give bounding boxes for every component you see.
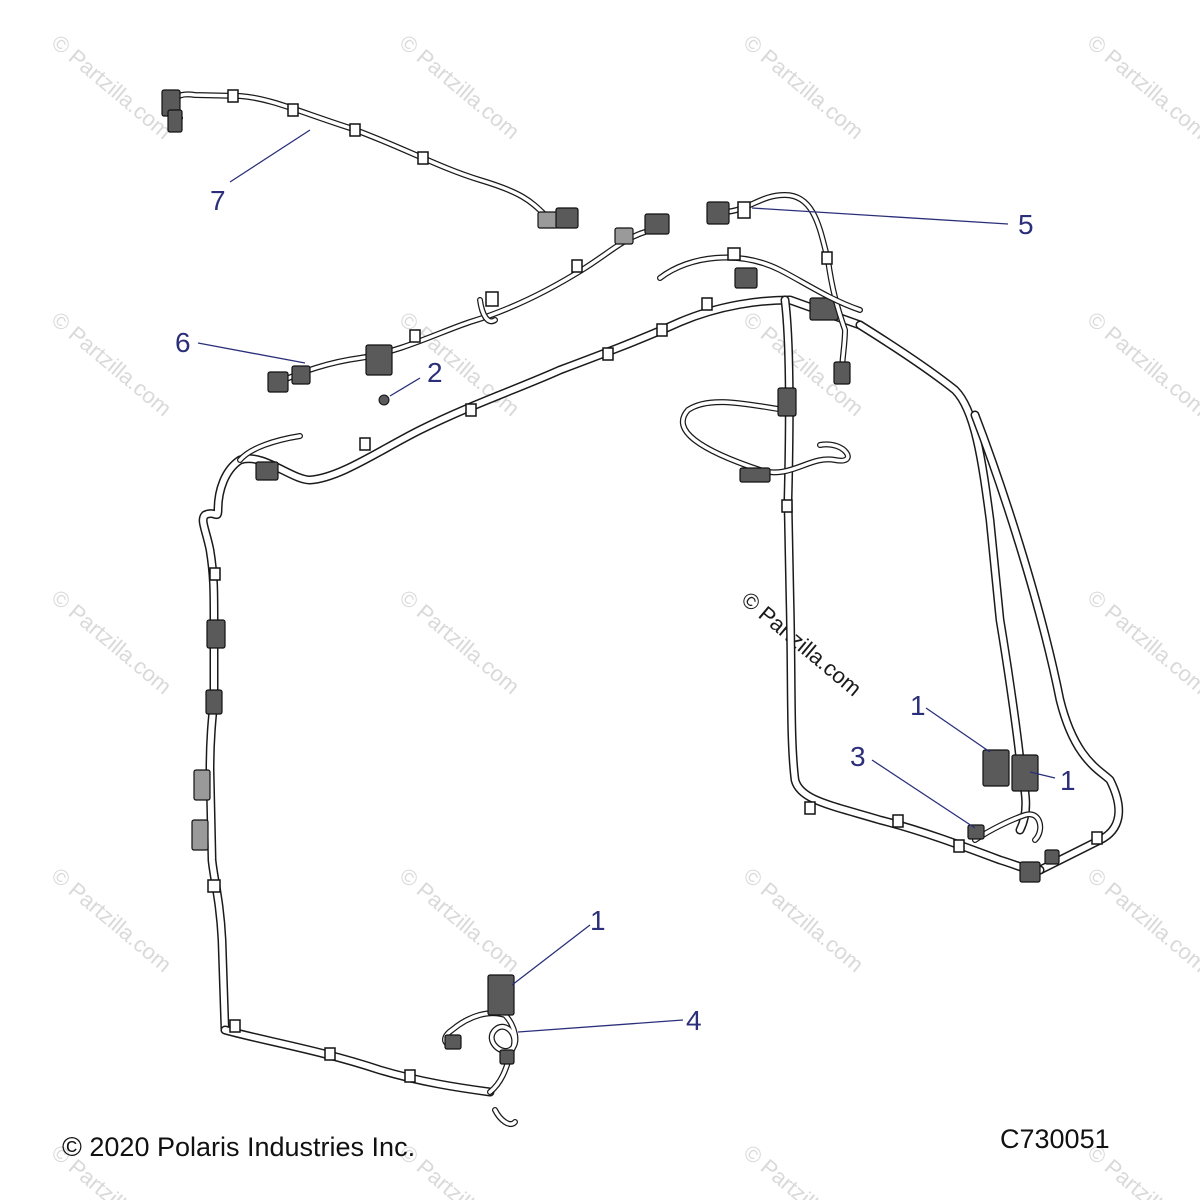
callout-1[interactable]: 1 xyxy=(910,690,926,721)
watermark: © Partzilla.com xyxy=(47,30,177,144)
watermark: © Partzilla.com xyxy=(739,1140,869,1200)
watermark: © Partzilla.com xyxy=(739,30,869,144)
callout-4[interactable]: 4 xyxy=(686,1005,702,1036)
callout-1[interactable]: 1 xyxy=(1060,765,1076,796)
watermark: © Partzilla.com xyxy=(395,863,525,977)
watermark: © Partzilla.com xyxy=(47,307,177,421)
right-harness[interactable] xyxy=(657,247,1124,883)
watermark: © Partzilla.com xyxy=(395,585,525,699)
copyright-text: © 2020 Polaris Industries Inc. xyxy=(62,1132,415,1162)
watermark: © Partzilla.com xyxy=(1083,307,1200,421)
watermark: © Partzilla.com xyxy=(1083,863,1200,977)
callout-1[interactable]: 1 xyxy=(590,905,606,936)
harness-7[interactable] xyxy=(161,89,579,229)
leader-lines xyxy=(197,129,1056,1033)
watermark: © Partzilla.com xyxy=(395,30,525,144)
watermark: © Partzilla.com xyxy=(47,863,177,977)
watermark: © Partzilla.com xyxy=(47,585,177,699)
harness-5[interactable] xyxy=(706,192,851,385)
watermark: © Partzilla.com xyxy=(1083,585,1200,699)
main-harness[interactable] xyxy=(191,295,865,1097)
callout-6[interactable]: 6 xyxy=(175,327,191,358)
watermark: © Partzilla.com xyxy=(739,863,869,977)
diagram-code: C730051 xyxy=(1000,1124,1110,1154)
part-2-fastener[interactable] xyxy=(378,394,390,406)
callout-2[interactable]: 2 xyxy=(427,357,443,388)
harness-4[interactable] xyxy=(442,974,519,1128)
callout-3[interactable]: 3 xyxy=(850,741,866,772)
callout-7[interactable]: 7 xyxy=(210,185,226,216)
watermark-center: © Partzilla.com xyxy=(737,587,867,701)
callout-5[interactable]: 5 xyxy=(1018,209,1034,240)
callouts: 7 6 2 5 1 1 3 1 4 xyxy=(175,185,1076,1036)
watermark: © Partzilla.com xyxy=(1083,30,1200,144)
harness-6[interactable] xyxy=(267,213,670,393)
